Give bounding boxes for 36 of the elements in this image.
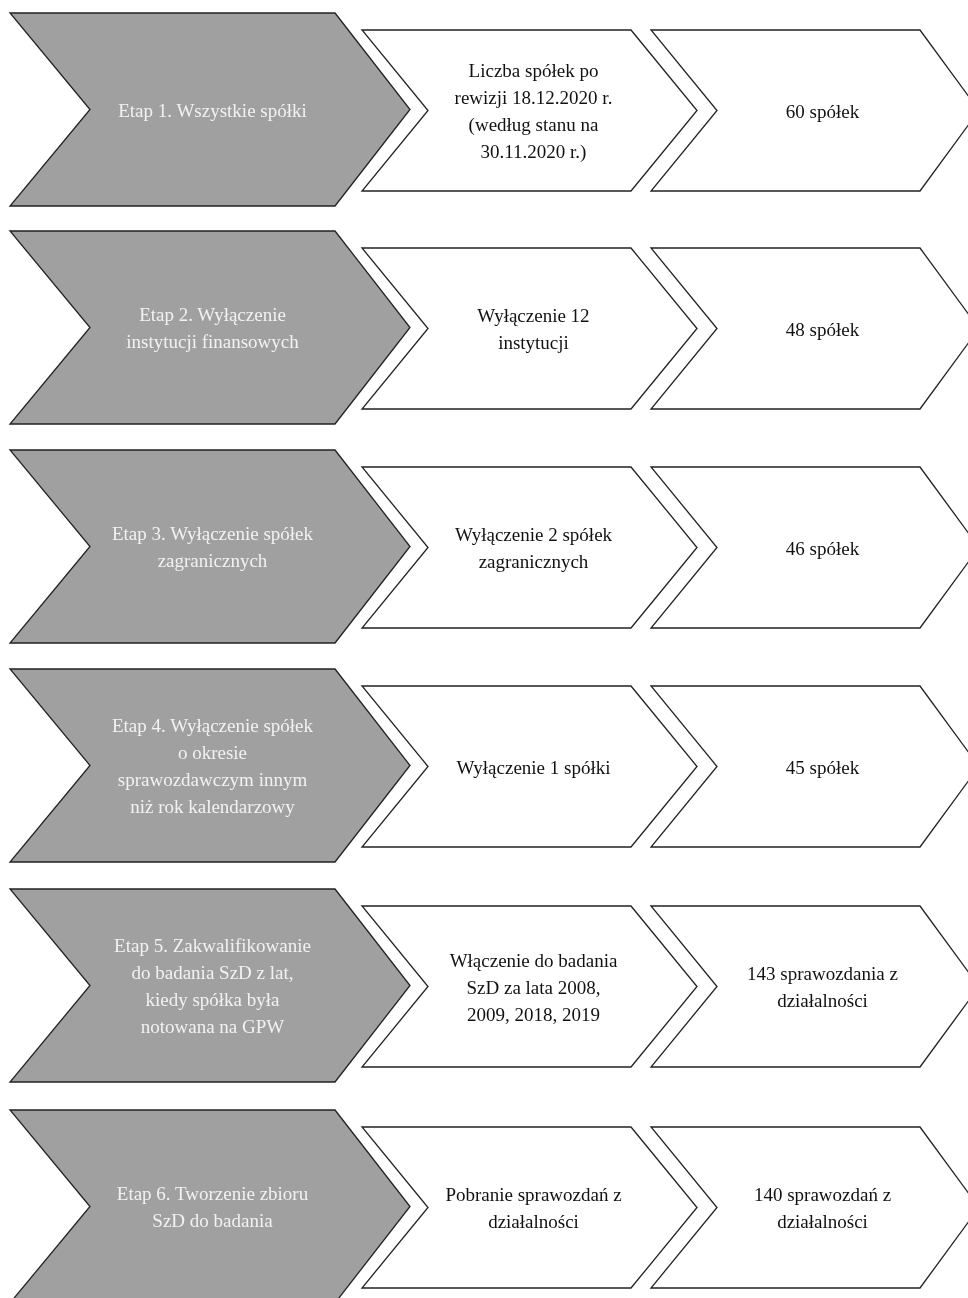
- stage-panel: [10, 669, 410, 862]
- step-description: Wyłączenie 12 instytucji: [476, 303, 591, 355]
- result-panel: [651, 248, 968, 409]
- stage-label: Etap 6. Tworzenie zbioru SzD do badania: [115, 1181, 310, 1233]
- result-panel: [651, 686, 968, 847]
- step-panel: [362, 248, 697, 409]
- step-panel: [362, 467, 697, 628]
- stage-label: Etap 2. Wyłączenie instytucji finansowych: [125, 302, 300, 354]
- result-count: 143 sprawozdania z działalności: [746, 961, 899, 1013]
- result-panel: [651, 467, 968, 628]
- step-description: Liczba spółek po rewizji 18.12.2020 r. (według stanu na 30.11.2020 r.): [453, 58, 614, 164]
- stage-label: Etap 3. Wyłączenie spółek zagranicznych: [110, 521, 315, 573]
- step-description: Włączenie do badania SzD za lata 2008, 2009, 2018, 2019: [448, 948, 619, 1026]
- result-count: 45 spółek: [784, 755, 861, 780]
- result-count: 46 spółek: [784, 536, 861, 561]
- step-panel: [362, 1127, 697, 1288]
- step-panel: [362, 686, 697, 847]
- result-count: 140 sprawozdań z działalności: [752, 1182, 893, 1234]
- stage-label: Etap 5. Zakwalifikowanie do badania SzD z lat, kiedy spółka była notowana na GPW: [113, 933, 312, 1039]
- stage-label: Etap 1. Wszystkie spółki: [117, 98, 308, 123]
- stage-panel: [10, 13, 410, 206]
- stage-panel: [10, 450, 410, 643]
- step-panel: [362, 906, 697, 1067]
- result-panel: [651, 1127, 968, 1288]
- step-panel: [362, 30, 697, 191]
- result-panel: [651, 30, 968, 191]
- stage-label: Etap 4. Wyłączenie spółek o okresie sprawozdawczym innym niż rok kalendarzowy: [110, 713, 315, 819]
- result-panel: [651, 906, 968, 1067]
- stage-panel: [10, 231, 410, 424]
- stage-panel: [10, 1110, 410, 1298]
- step-description: Wyłączenie 1 spółki: [455, 755, 612, 780]
- result-count: 60 spółek: [784, 99, 861, 124]
- step-description: Wyłączenie 2 spółek zagranicznych: [453, 522, 614, 574]
- stage-panel: [10, 889, 410, 1082]
- step-description: Pobranie sprawozdań z działalności: [444, 1182, 623, 1234]
- result-count: 48 spółek: [784, 317, 861, 342]
